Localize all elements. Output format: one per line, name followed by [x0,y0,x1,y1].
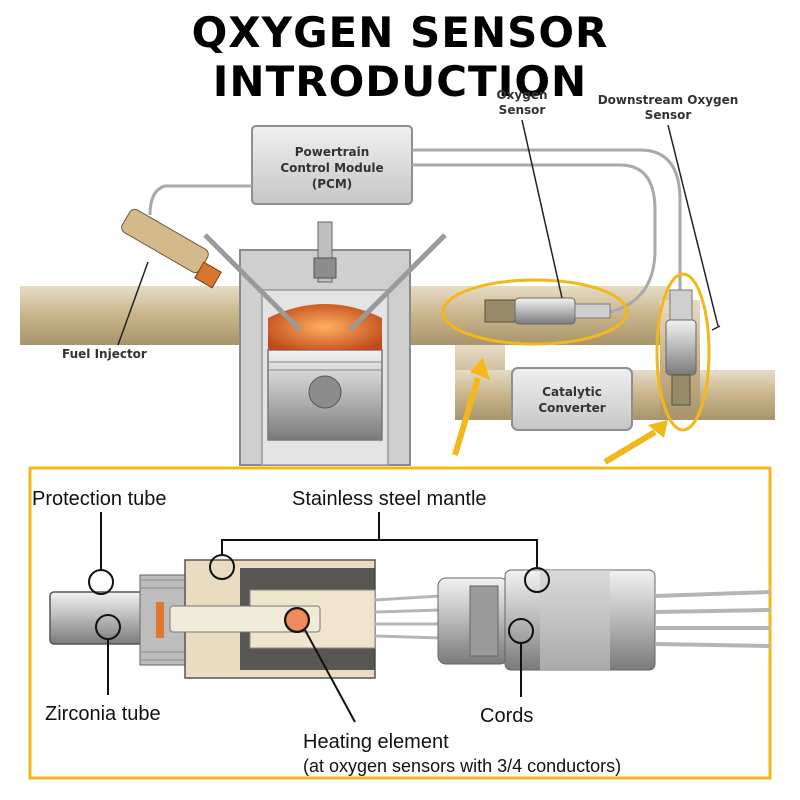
seal-ring [156,602,164,638]
heating-element-note: (at oxygen sensors with 3/4 conductors) [303,756,621,776]
sensor-cutaway [49,559,771,679]
callout-lines [117,119,721,346]
heating-element [285,608,309,632]
catalytic-converter: Catalytic Converter [511,367,633,431]
sensor-wires [148,148,682,314]
protection-tube-label: Protection tube [32,488,167,510]
stainless-steel-mantle-label: Stainless steel mantle [292,488,487,510]
pcm-label-line2: Control Module [280,161,383,175]
downstream-sensor-highlight [655,272,711,432]
intake-manifold [20,286,270,345]
heating-element-label: Heating element [303,731,449,753]
cat-label-line2: Converter [538,401,605,415]
oxygen-sensor-label-line2: Sensor [499,103,546,117]
oxygen-sensor-label-line1: Oxygen [496,88,547,102]
pcm-module: Powertrain Control Module (PCM) [251,125,413,205]
zirconia-tube-label: Zirconia tube [45,703,161,725]
zirconia-tube [169,605,321,633]
cutaway-callouts [88,512,550,723]
exhaust-valve [348,233,447,332]
pcm-label-line3: (PCM) [312,177,353,191]
fuel-injector-label: Fuel Injector [62,347,147,361]
upstream-oxygen-sensor [484,297,611,325]
combustion-chamber [268,304,382,350]
engine-schematic: Powertrain Control Module (PCM) Catalyti… [20,88,775,466]
pcm-label-line1: Powertrain [295,145,370,159]
intake-valve [203,233,302,332]
sensor-cords-outer [654,590,771,648]
sensor-cords-inner [374,594,441,640]
cords-label: Cords [480,705,533,727]
downstream-sensor-label-line1: Downstream Oxygen [598,93,739,107]
piston-pin [308,375,342,409]
highlight-arrows [452,358,668,465]
fuel-injector [121,208,222,289]
downstream-sensor-label-line2: Sensor [645,108,692,122]
cat-label-line1: Catalytic [542,385,602,399]
downstream-oxygen-sensor [665,289,697,406]
upstream-sensor-highlight [441,278,629,346]
page-title: QXYGEN SENSOR INTRODUCTION [191,8,609,106]
